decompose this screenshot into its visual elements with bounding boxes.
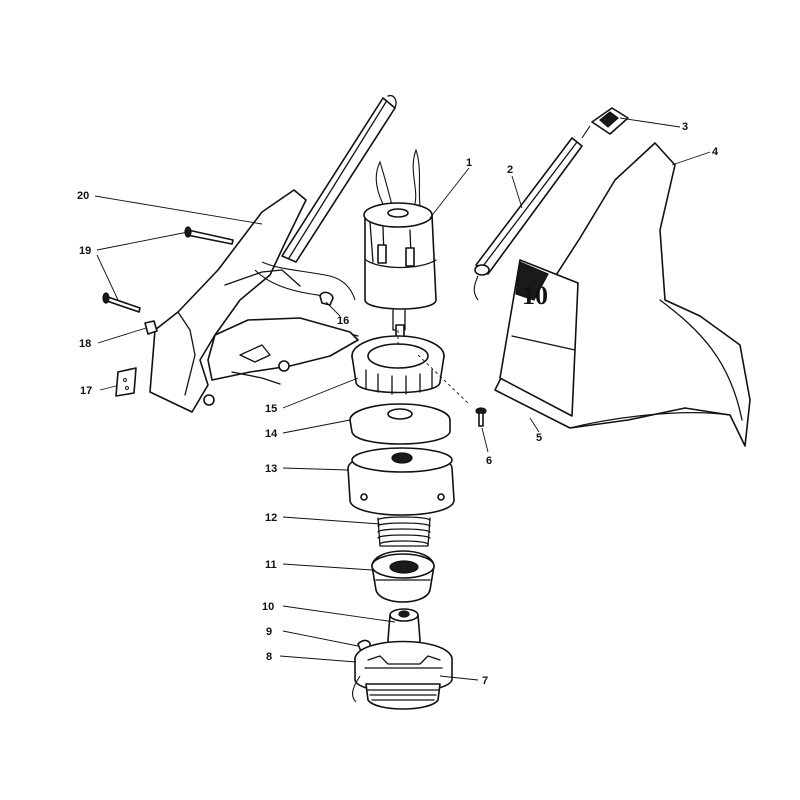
callout-3: 3: [682, 121, 688, 133]
part-13-spool-housing: [347, 447, 455, 516]
callout-18: 18: [79, 338, 91, 350]
part-7-bump-knob: [365, 683, 441, 710]
callout-12: 12: [265, 512, 277, 524]
part-3-connector: [581, 107, 629, 139]
callout-19: 19: [79, 245, 91, 257]
part-14-disk: [349, 403, 451, 445]
part-6-screw: [475, 407, 487, 427]
part-2-tube: [473, 137, 583, 301]
part-12-spring: [377, 516, 431, 547]
callout-7: 7: [482, 675, 488, 687]
callout-6: 6: [486, 455, 492, 467]
callout-2: 2: [507, 164, 513, 176]
part-17-plate: [115, 367, 137, 397]
part-15-hub-ring: [351, 330, 471, 406]
callout-9: 9: [266, 626, 272, 638]
callout-5: 5: [536, 432, 542, 444]
callout-17: 17: [80, 385, 92, 397]
part-11-spool: [371, 550, 435, 603]
part-10-adapter: [387, 608, 421, 649]
decal-text: 10: [522, 281, 548, 310]
callout-11: 11: [265, 559, 277, 571]
callout-15: 15: [265, 403, 277, 415]
part-1-motor: [363, 148, 437, 348]
callout-10: 10: [262, 601, 274, 613]
part-18-nut: [144, 320, 158, 335]
part-20-housing-half: [149, 94, 397, 413]
leader-lines: [94, 117, 711, 681]
callout-20: 20: [77, 190, 89, 202]
callout-4: 4: [712, 146, 719, 158]
callout-1: 1: [466, 157, 472, 169]
callout-16: 16: [337, 315, 349, 327]
callout-13: 13: [265, 463, 277, 475]
callout-14: 14: [265, 428, 278, 440]
part-16-clip: [319, 291, 334, 306]
callout-8: 8: [266, 651, 272, 663]
part-5-decal-panel: 10: [499, 259, 579, 417]
callout-labels: 1 2 3 4 5 6 7 8 9 10 11 12 13 14 15 16 1…: [77, 121, 719, 687]
part-19-screws: [102, 226, 234, 313]
